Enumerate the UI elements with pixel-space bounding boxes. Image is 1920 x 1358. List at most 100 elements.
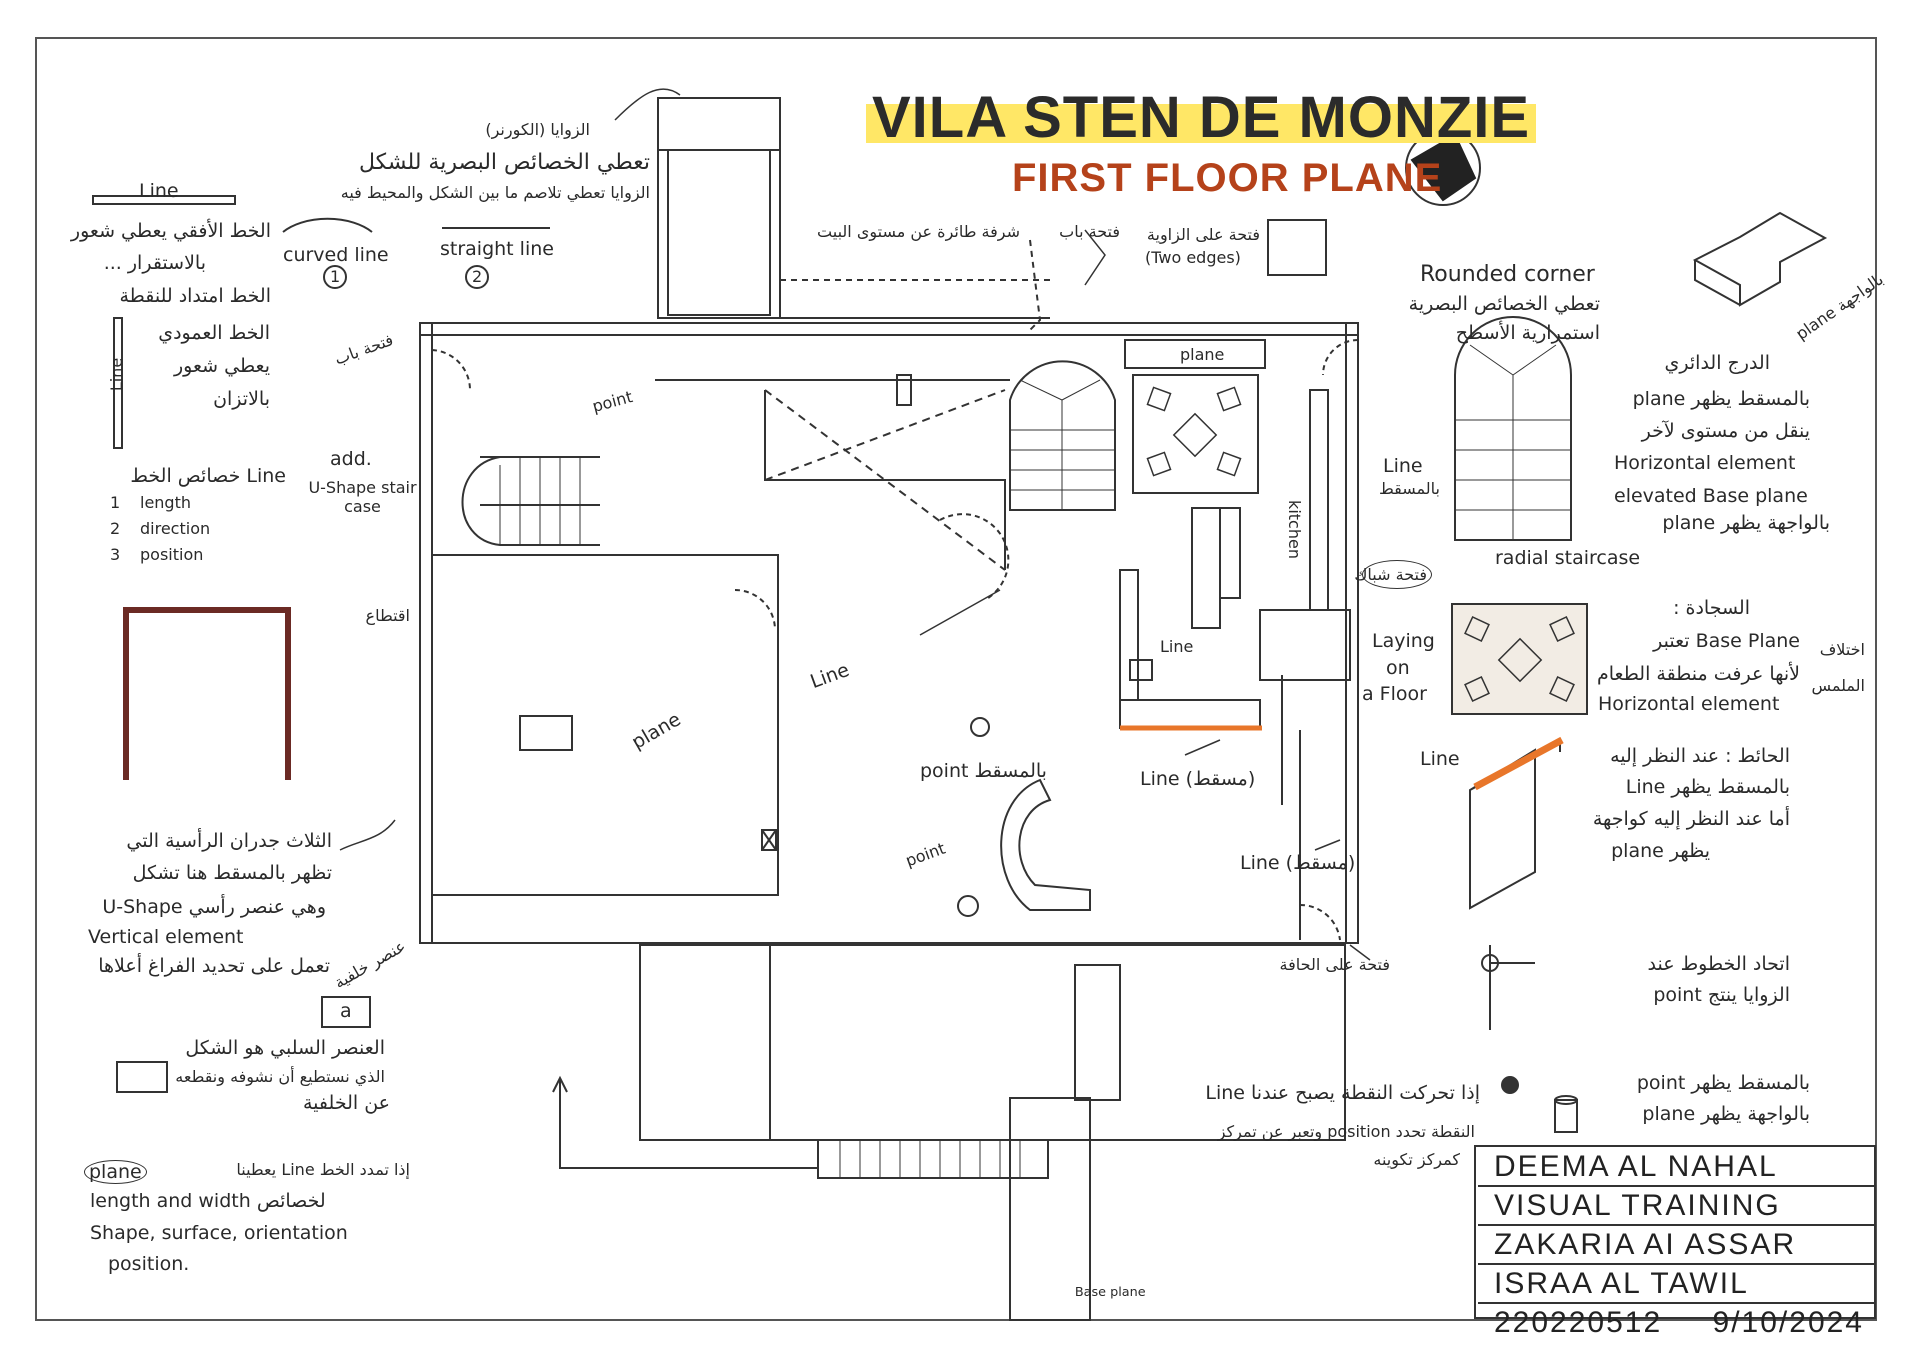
radial-stair-elevation [1454, 316, 1572, 541]
rounded-corner-label: Rounded corner [1420, 262, 1595, 287]
element-a-label: a [340, 1000, 352, 1022]
straight-line-label: straight line [440, 238, 554, 260]
left-room [431, 554, 779, 896]
vertical-note-2: يعطي شعور [174, 355, 270, 377]
rug-note-2: لأنها عرفت منطقة الطعام [1596, 663, 1800, 685]
prop-position: position [140, 545, 204, 564]
wall-line-label: Line [1420, 748, 1460, 770]
brown-u-frame [123, 607, 291, 780]
plane-top-label: plane [1180, 345, 1225, 364]
neg-note-2: الذي نستطيع أن نشوفه ونقطعه [175, 1067, 385, 1086]
wall-note-1: الحائط : عند النظر إليه [1610, 745, 1790, 767]
iso-steps [1692, 211, 1828, 307]
vertical-note-3: بالاتزان [213, 388, 270, 410]
radial-staircase-caption: radial staircase [1495, 547, 1641, 569]
date: 9/10/2024 [1712, 1306, 1864, 1339]
prop-num-1: 1 [110, 493, 121, 512]
neg-note-3: عن الخلفية [303, 1092, 390, 1114]
u-walls-note-3: وهي عنصر رأسي U-Shape [102, 896, 326, 918]
prop-num-2: 2 [110, 519, 121, 538]
line-msqt-label-2: Line (مسقط) [1240, 852, 1356, 874]
plane-circled-word: plane [84, 1160, 147, 1184]
texture-2: الملمس [1811, 676, 1865, 695]
rug-note-1: Base Plane تعتبر [1653, 630, 1800, 652]
radial-note-2: ينقل من مستوى لآخر [1641, 420, 1810, 442]
line-msqt-label-1: Line (مسقط) [1140, 768, 1256, 790]
tower-outline [657, 97, 781, 319]
rug-detail [1451, 603, 1588, 715]
rounded-note-1: تعطي الخصائص البصرية [1408, 293, 1600, 315]
plane-note-1: إذا تمدد الخط Line يعطينا [236, 1160, 410, 1179]
moving-note-1: إذا تحركت النقطة يصبح عندنا Line [1205, 1082, 1480, 1104]
horizontal-note-2: بالاستقرار ... [103, 252, 206, 274]
prop-length: length [140, 493, 191, 512]
point-plan-label: point بالمسقط [920, 760, 1047, 782]
instructor-2: ISRAA AL TAWIL [1478, 1265, 1874, 1304]
laying-2: on [1386, 657, 1410, 679]
drawing-subtitle: FIRST FLOOR PLANE [1012, 156, 1443, 200]
radial-note-3: Horizontal element [1614, 452, 1796, 474]
prop-direction: direction [140, 519, 211, 538]
laying-1: Laying [1372, 630, 1435, 652]
rounded-note-2: استمرارية الأسطح [1455, 322, 1600, 344]
author-name: DEEMA AL NAHAL [1478, 1148, 1874, 1187]
line-small-label: Line [1160, 637, 1194, 656]
point-note-2: الزوايا ينتج point [1653, 984, 1790, 1006]
neg-note-1: العنصر السلبي هو الشكل [185, 1037, 385, 1059]
plane-note-4: position. [108, 1253, 190, 1275]
curved-wall [1000, 778, 1091, 911]
door-top-label: فتحة باب [1059, 222, 1120, 241]
point-note-1: اتحاد الخطوط عند [1647, 953, 1790, 975]
straight-stair [1009, 1097, 1091, 1321]
radial-note-4: elevated Base plane [1614, 485, 1808, 507]
vertical-line-label: Line [107, 357, 127, 392]
corner-opening-label: فتحة على الزاوية [1146, 225, 1260, 244]
course-name: VISUAL TRAINING [1478, 1187, 1874, 1226]
lower-block [639, 944, 1346, 1141]
texture-1: اختلاف [1819, 640, 1865, 659]
line-plan-2: بالمسقط [1378, 479, 1440, 498]
horizontal-note-3: الخط امتداد للنقطة [119, 285, 271, 307]
window-opening-label: فتحة شباك [1354, 560, 1432, 589]
outer-wall [419, 322, 1359, 336]
u-walls-note-5: تعمل على تحديد الفراغ أعلاها [98, 955, 330, 977]
rug-title: السجادة : [1673, 597, 1750, 619]
radial-note-1: بالمسقط يظهر plane [1632, 388, 1810, 410]
u-walls-note-2: تظهر بالمسقط هنا تشكل [132, 862, 332, 884]
rug-note-3: Horizontal element [1598, 693, 1780, 715]
wall-note-4: يظهر plane [1611, 840, 1710, 862]
u-walls-note-4: Vertical element [88, 926, 244, 948]
laying-3: a Floor [1362, 683, 1427, 705]
student-id: 220220512 [1494, 1306, 1663, 1339]
id-date-row: 220220512 9/10/2024 [1478, 1304, 1874, 1341]
instructor-1: ZAKARIA AI ASSAR [1478, 1226, 1874, 1265]
cut-label: اقتطاع [365, 606, 410, 625]
legend-num-1: 1 [330, 267, 341, 286]
moving-note-2: النقطة تحدد position وتعبر عن تمركز [1217, 1122, 1475, 1141]
radial-note-5: بالواجهة يظهر plane [1662, 512, 1830, 534]
corners-note-2: تعطي الخصائص البصرية للشكل [359, 150, 650, 175]
wall-note-3: أما عند النظر إليه كواجهة [1592, 808, 1790, 830]
legend-num-2: 2 [472, 267, 483, 286]
vertical-note-1: الخط العمودي [158, 322, 270, 344]
kitchen-label: kitchen [1284, 500, 1304, 559]
curved-line-label: curved line [283, 244, 389, 266]
plane-note-3: Shape, surface, orientation [90, 1222, 348, 1244]
drawing-title: VILA STEN DE MONZIE [866, 84, 1537, 151]
prop-num-3: 3 [110, 545, 121, 564]
line-plan-1: Line [1383, 455, 1423, 477]
moving-note-3: كمركز تكوينه [1373, 1150, 1460, 1169]
title-block-frame [1474, 1145, 1876, 1319]
wall-note-2: بالمسقط يظهر Line [1625, 776, 1790, 798]
line-props-title: Line خصائص الخط [130, 465, 286, 487]
corners-note-3: الزوايا تعطي تلاصم ما بين الشكل والمحيط … [340, 183, 650, 202]
u-walls-note-1: الثلاث جدران الرأسية التي [126, 830, 332, 852]
plane-note-2: length and width لخصائص [90, 1190, 326, 1212]
base-plane-label: Base plane [1074, 1283, 1146, 1300]
add-label: add. [330, 448, 372, 470]
dining-rug [1132, 374, 1259, 494]
title-block: DEEMA AL NAHAL VISUAL TRAINING ZAKARIA A… [1478, 1148, 1874, 1341]
u-stair-label: U-Shape stair case [308, 478, 417, 516]
